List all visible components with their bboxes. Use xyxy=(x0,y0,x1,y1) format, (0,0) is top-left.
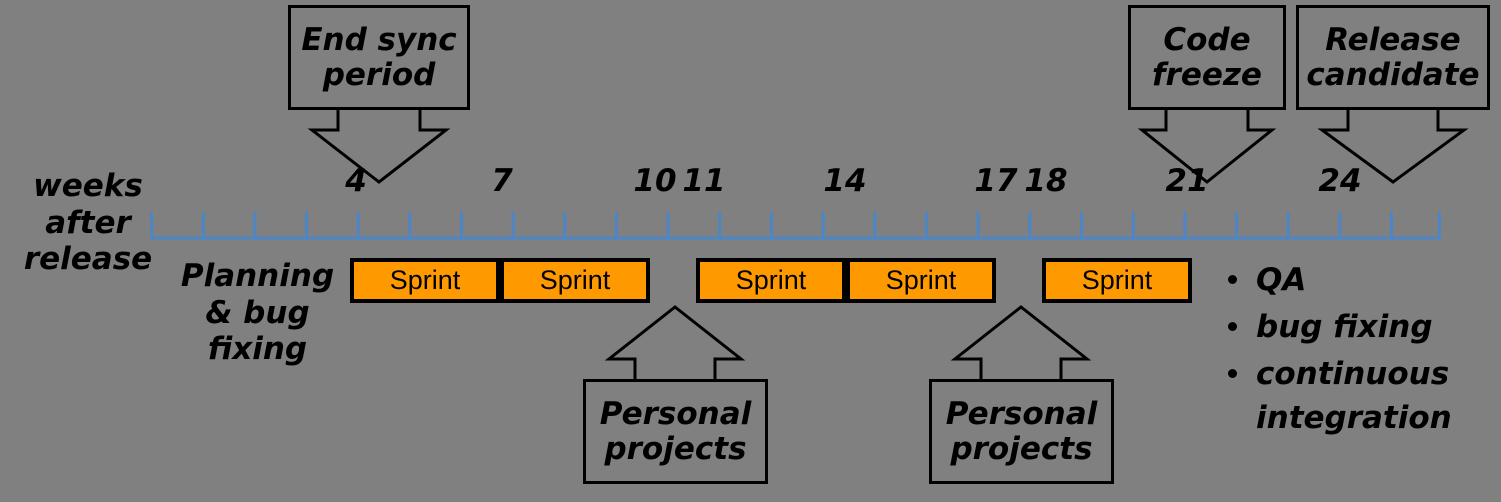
arrow-up-personal-projects-1 xyxy=(604,305,746,381)
callout-end-sync-period: End sync period xyxy=(288,5,470,110)
tick-label-18: 18 xyxy=(1024,163,1068,199)
bullet-label: QA xyxy=(1256,262,1307,298)
callout-personal-projects-1: Personal projects xyxy=(583,379,768,484)
label-planning-bug-fixing: Planning & bug fixing xyxy=(180,258,335,368)
tick-label-17: 17 xyxy=(974,163,1018,199)
axis-title-weeks-after-release: weeks after release xyxy=(23,168,153,278)
tick-label-7: 7 xyxy=(491,163,513,199)
sprint-box-5: Sprint xyxy=(1042,258,1192,303)
tick-label-21: 21 xyxy=(1165,163,1209,199)
arrow-up-personal-projects-2 xyxy=(950,305,1092,381)
tick-label-14: 14 xyxy=(823,163,867,199)
tick-label-10: 10 xyxy=(633,163,677,199)
bullet-label: continuous integration xyxy=(1256,356,1452,437)
tick-label-11: 11 xyxy=(682,163,726,199)
sprint-box-4: Sprint xyxy=(846,258,996,303)
tick-label-24: 24 xyxy=(1318,163,1362,199)
bullet-dot-icon xyxy=(1228,369,1237,379)
bullet-item-qa: QA xyxy=(1222,258,1501,302)
bullet-dot-icon xyxy=(1228,275,1237,284)
activities-bullet-list: QA bug fixing continuous integration xyxy=(1222,258,1501,443)
callout-code-freeze: Code freeze xyxy=(1128,5,1286,110)
callout-release-candidate: Release candidate xyxy=(1296,5,1490,110)
bullet-item-bug-fixing: bug fixing xyxy=(1222,305,1501,349)
sprint-box-3: Sprint xyxy=(696,258,846,303)
bullet-label: bug fixing xyxy=(1256,309,1433,346)
sprint-box-2: Sprint xyxy=(500,258,650,303)
callout-personal-projects-2: Personal projects xyxy=(929,379,1114,484)
bullet-item-continuous-integration: continuous integration xyxy=(1222,352,1501,440)
sprint-box-1: Sprint xyxy=(350,258,500,303)
tick-label-4: 4 xyxy=(345,163,367,199)
arrow-down-end-sync-period xyxy=(307,108,451,184)
timeline-axis xyxy=(150,204,1442,244)
bullet-dot-icon xyxy=(1228,322,1237,332)
